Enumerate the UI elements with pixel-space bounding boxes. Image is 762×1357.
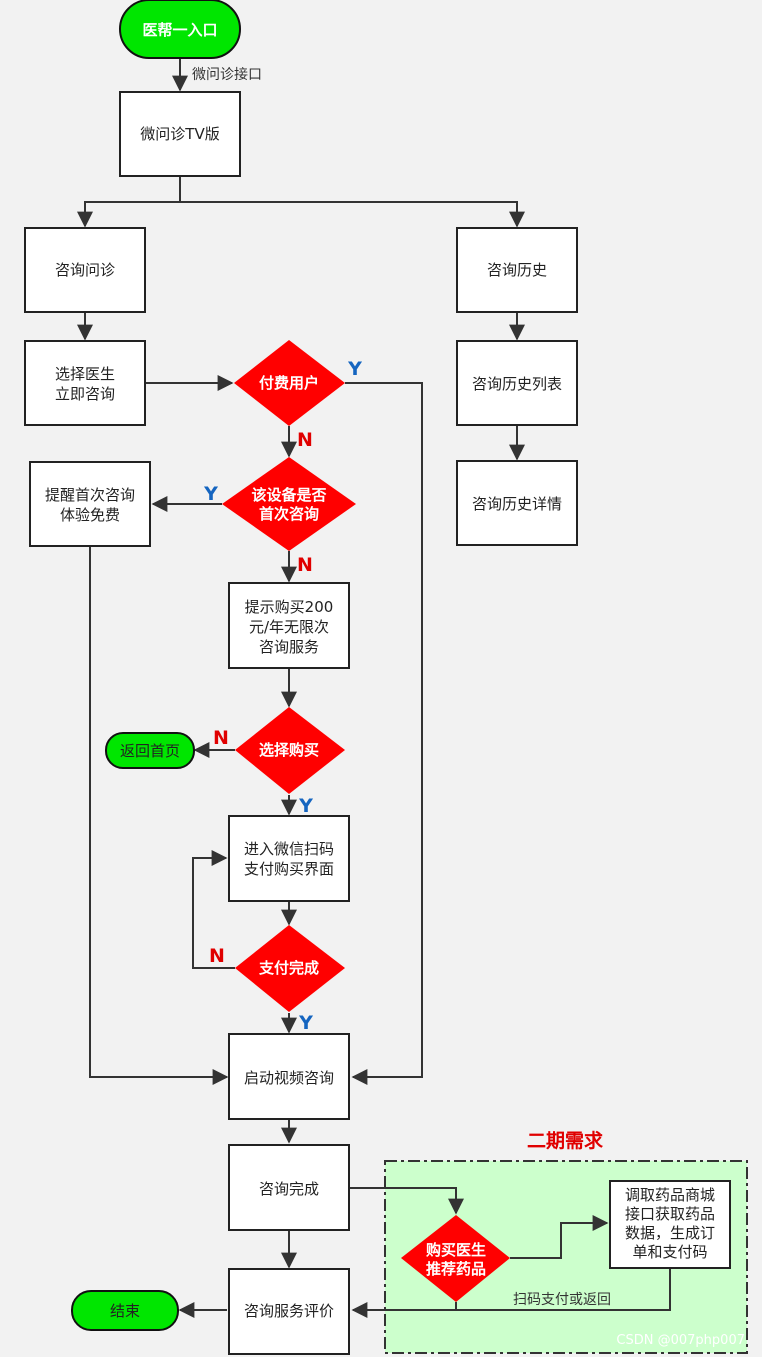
svg-text:医帮一入口: 医帮一入口 <box>142 21 217 39</box>
svg-text:返回首页: 返回首页 <box>120 742 180 760</box>
svg-text:数据，生成订: 数据，生成订 <box>625 1224 715 1242</box>
watermark: CSDN @007php007 <box>616 1333 745 1348</box>
svg-text:提醒首次咨询: 提醒首次咨询 <box>45 486 135 504</box>
svg-text:购买医生: 购买医生 <box>426 1241 486 1259</box>
node-history: 咨询历史 <box>456 227 578 313</box>
edge-label-api: 微问诊接口 <box>192 66 262 83</box>
node-rate: 咨询服务评价 <box>228 1268 350 1355</box>
node-prompt-buy: 提示购买200 元/年无限次 咨询服务 <box>228 582 350 669</box>
svg-text:进入微信扫码: 进入微信扫码 <box>244 840 334 858</box>
node-fetch-drugs: 调取药品商城 接口获取药品 数据，生成订 单和支付码 <box>609 1180 731 1269</box>
svg-text:付费用户: 付费用户 <box>259 374 319 392</box>
node-return-home: 返回首页 <box>105 732 195 769</box>
svg-text:咨询服务: 咨询服务 <box>259 638 319 656</box>
node-consult-done: 咨询完成 <box>228 1144 350 1231</box>
svg-text:选择购买: 选择购买 <box>259 741 319 759</box>
label-first-no: N <box>297 554 313 576</box>
svg-text:首次咨询: 首次咨询 <box>259 505 319 523</box>
svg-text:接口获取药品: 接口获取药品 <box>625 1205 715 1223</box>
node-history-list: 咨询历史列表 <box>456 340 578 426</box>
decision-recommend: 购买医生 推荐药品 <box>401 1215 510 1302</box>
svg-text:选择医生: 选择医生 <box>55 365 115 383</box>
svg-text:微问诊TV版: 微问诊TV版 <box>140 125 219 143</box>
edge-label-scan-or-back: 扫码支付或返回 <box>513 1292 611 1308</box>
svg-text:单和支付码: 单和支付码 <box>632 1243 707 1261</box>
node-consult: 咨询问诊 <box>24 227 146 313</box>
edge-fetch-rate <box>351 1268 671 1318</box>
svg-text:该设备是否: 该设备是否 <box>251 486 326 504</box>
label-paid-no: N <box>297 429 313 451</box>
node-start: 医帮一入口 <box>119 0 241 59</box>
svg-text:元/年无限次: 元/年无限次 <box>249 618 329 636</box>
phase2-title: 二期需求 <box>527 1129 604 1152</box>
svg-text:咨询服务评价: 咨询服务评价 <box>244 1302 334 1320</box>
svg-text:咨询历史: 咨询历史 <box>487 261 547 279</box>
svg-text:提示购买200: 提示购买200 <box>245 598 334 616</box>
label-paid-yes: Y <box>347 358 362 380</box>
svg-text:咨询完成: 咨询完成 <box>259 1180 319 1198</box>
svg-text:咨询问诊: 咨询问诊 <box>55 261 115 279</box>
label-pay-no: N <box>209 945 225 967</box>
node-history-detail: 咨询历史详情 <box>456 460 578 546</box>
node-video: 启动视频咨询 <box>228 1033 350 1120</box>
edge-paid-yes-video <box>345 382 423 1085</box>
svg-text:支付购买界面: 支付购买界面 <box>244 860 334 878</box>
node-wechat-pay: 进入微信扫码 支付购买界面 <box>228 815 350 902</box>
svg-text:咨询历史详情: 咨询历史详情 <box>472 495 562 513</box>
edge-remind-video <box>89 546 229 1085</box>
decision-pay-done: 支付完成 <box>235 925 345 1012</box>
node-tv: 微问诊TV版 <box>119 91 241 177</box>
edge-paydone-no-loop <box>192 850 235 969</box>
svg-text:支付完成: 支付完成 <box>258 959 319 977</box>
svg-text:结束: 结束 <box>110 1302 140 1320</box>
label-pay-yes: Y <box>298 1012 313 1034</box>
edges <box>77 58 671 1318</box>
decision-choose-buy: 选择购买 <box>235 707 345 794</box>
label-buy-no: N <box>213 727 229 749</box>
edge-done-recommend <box>350 1187 464 1215</box>
node-select-doctor: 选择医生 立即咨询 <box>24 340 146 426</box>
svg-text:立即咨询: 立即咨询 <box>55 385 115 403</box>
node-end: 结束 <box>71 1290 179 1331</box>
decision-paid-user: 付费用户 <box>234 340 345 426</box>
svg-text:推荐药品: 推荐药品 <box>426 1260 486 1278</box>
edge-recommend-fetch <box>510 1215 609 1259</box>
svg-text:咨询历史列表: 咨询历史列表 <box>472 375 562 393</box>
node-remind-free: 提醒首次咨询 体验免费 <box>29 461 151 547</box>
label-buy-yes: Y <box>298 795 313 817</box>
svg-text:体验免费: 体验免费 <box>60 506 120 524</box>
decision-first-consult: 该设备是否 首次咨询 <box>222 457 356 551</box>
label-first-yes: Y <box>203 483 218 505</box>
svg-text:启动视频咨询: 启动视频咨询 <box>244 1069 334 1087</box>
edge-tv-history <box>180 201 525 228</box>
edge-tv-consult <box>77 176 181 228</box>
svg-text:调取药品商城: 调取药品商城 <box>625 1186 715 1204</box>
